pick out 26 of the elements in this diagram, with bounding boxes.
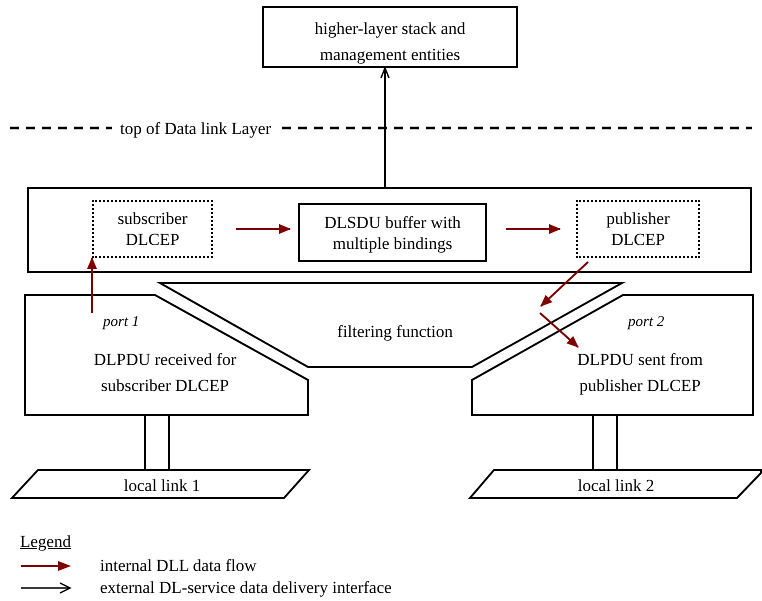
link-parallelogram: [470, 470, 762, 499]
port-label: port 2: [628, 314, 664, 330]
layer-box: [27, 187, 752, 273]
endpoint-box: [576, 200, 700, 258]
legend-title: Legend: [20, 531, 71, 552]
node-text: DLPDU sent from publisher DLCEP: [577, 350, 703, 394]
entity-box: [262, 6, 518, 68]
node-text: publisher DLCEP: [605, 208, 671, 250]
node-text: higher-layer stack and management entities: [314, 19, 466, 64]
arrow: [236, 224, 291, 234]
link-parallelogram: [12, 470, 310, 499]
arrow: [380, 67, 390, 187]
legend-text: external DL-service data delivery interface: [100, 578, 392, 598]
connector-stem: [592, 415, 618, 471]
arrow: [506, 224, 561, 234]
node-text: local link 2: [578, 476, 654, 495]
buffer-box: [298, 203, 487, 262]
endpoint-box: [92, 200, 213, 258]
connector-stem: [144, 415, 170, 471]
arrow: [87, 257, 97, 313]
node-text: DLSDU buffer with multiple bindings: [323, 212, 462, 254]
legend-text: internal DLL data flow: [100, 556, 257, 576]
node-text: DLPDU received for subscriber DLCEP: [94, 350, 236, 394]
node-text: local link 1: [124, 476, 200, 495]
node-text: subscriber DLCEP: [116, 208, 188, 250]
port-label: port 1: [103, 314, 140, 330]
